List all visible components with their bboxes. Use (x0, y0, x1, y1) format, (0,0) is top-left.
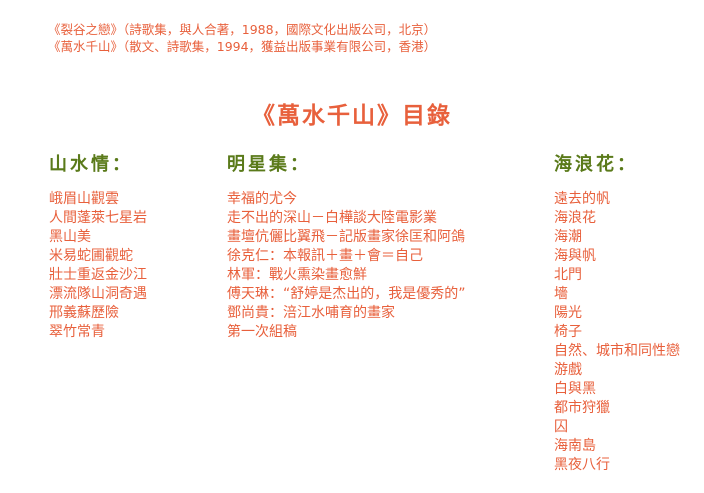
toc-item-link[interactable]: 黑夜八行 (554, 457, 610, 473)
toc-item-link[interactable]: 北門 (554, 267, 582, 283)
toc-item-link[interactable]: 翠竹常青 (49, 324, 105, 340)
toc-item-link[interactable]: 鄧尚貴：涪江水哺育的畫家 (227, 305, 395, 321)
section-list: 幸福的尤今走不出的深山－白樺談大陸電影業畫壇伉儷比翼飛－記版畫家徐匡和阿鴿徐克仁… (227, 190, 466, 342)
toc-item-link[interactable]: 海與帆 (554, 248, 596, 264)
toc-item-link[interactable]: 海南島 (554, 438, 596, 454)
toc-item-link[interactable]: 海潮 (554, 229, 582, 245)
toc-item-link[interactable]: 陽光 (554, 305, 582, 321)
section-list: 遠去的帆海浪花海潮海與帆北門墻陽光椅子自然、城市和同性戀游戲白與黑都市狩獵囚海南… (554, 190, 680, 475)
toc-item-link[interactable]: 第一次組稿 (227, 324, 297, 340)
toc-item-link[interactable]: 墻 (554, 286, 568, 302)
toc-item-link[interactable]: 自然、城市和同性戀 (554, 343, 680, 359)
toc-item-link[interactable]: 徐克仁：本報訊＋畫＋會＝自己 (227, 248, 423, 264)
toc-item-link[interactable]: 囚 (554, 419, 568, 435)
toc-item-link[interactable]: 白與黑 (554, 381, 596, 397)
section-hailanghua: 海浪花： 遠去的帆海浪花海潮海與帆北門墻陽光椅子自然、城市和同性戀游戲白與黑都市… (554, 150, 680, 475)
toc-item-link[interactable]: 壯士重返金沙江 (49, 267, 147, 283)
page-title: 《萬水千山》目錄 (252, 102, 452, 129)
section-mingxingji: 明星集： 幸福的尤今走不出的深山－白樺談大陸電影業畫壇伉儷比翼飛－記版畫家徐匡和… (227, 150, 466, 342)
toc-item-link[interactable]: 海浪花 (554, 210, 596, 226)
section-shanshuiqing: 山水情： 峨眉山觀雲人間蓬萊七星岩黑山美米易蛇圃觀蛇壯士重返金沙江漂流隊山洞奇遇… (49, 150, 147, 342)
toc-item-link[interactable]: 黑山美 (49, 229, 91, 245)
section-heading: 海浪花： (554, 154, 638, 175)
toc-item-link[interactable]: 米易蛇圃觀蛇 (49, 248, 133, 264)
section-list: 峨眉山觀雲人間蓬萊七星岩黑山美米易蛇圃觀蛇壯士重返金沙江漂流隊山洞奇遇邢義蘇歷險… (49, 190, 147, 342)
toc-item-link[interactable]: 漂流隊山洞奇遇 (49, 286, 147, 302)
section-heading: 山水情： (49, 154, 133, 175)
toc-item-link[interactable]: 人間蓬萊七星岩 (49, 210, 147, 226)
toc-item-link[interactable]: 林軍：戰火熏染畫愈鮮 (227, 267, 367, 283)
toc-item-link[interactable]: 峨眉山觀雲 (49, 191, 119, 207)
toc-item-link[interactable]: 傅天琳：“舒婷是杰出的，我是優秀的” (227, 286, 466, 302)
toc-item-link[interactable]: 遠去的帆 (554, 191, 610, 207)
toc-item-link[interactable]: 都市狩獵 (554, 400, 610, 416)
toc-item-link[interactable]: 椅子 (554, 324, 582, 340)
toc-item-link[interactable]: 幸福的尤今 (227, 191, 297, 207)
toc-item-link[interactable]: 游戲 (554, 362, 582, 378)
reference-line: 《裂谷之戀》（詩歌集，與人合著，1988，國際文化出版公司，北京） (48, 22, 437, 37)
reference-line: 《萬水千山》（散文、詩歌集，1994，獲益出版事業有限公司，香港） (48, 39, 437, 54)
section-heading: 明星集： (227, 154, 311, 175)
publication-references: 《裂谷之戀》（詩歌集，與人合著，1988，國際文化出版公司，北京） 《萬水千山》… (48, 21, 436, 55)
toc-item-link[interactable]: 畫壇伉儷比翼飛－記版畫家徐匡和阿鴿 (227, 229, 465, 245)
toc-item-link[interactable]: 邢義蘇歷險 (49, 305, 119, 321)
toc-item-link[interactable]: 走不出的深山－白樺談大陸電影業 (227, 210, 437, 226)
